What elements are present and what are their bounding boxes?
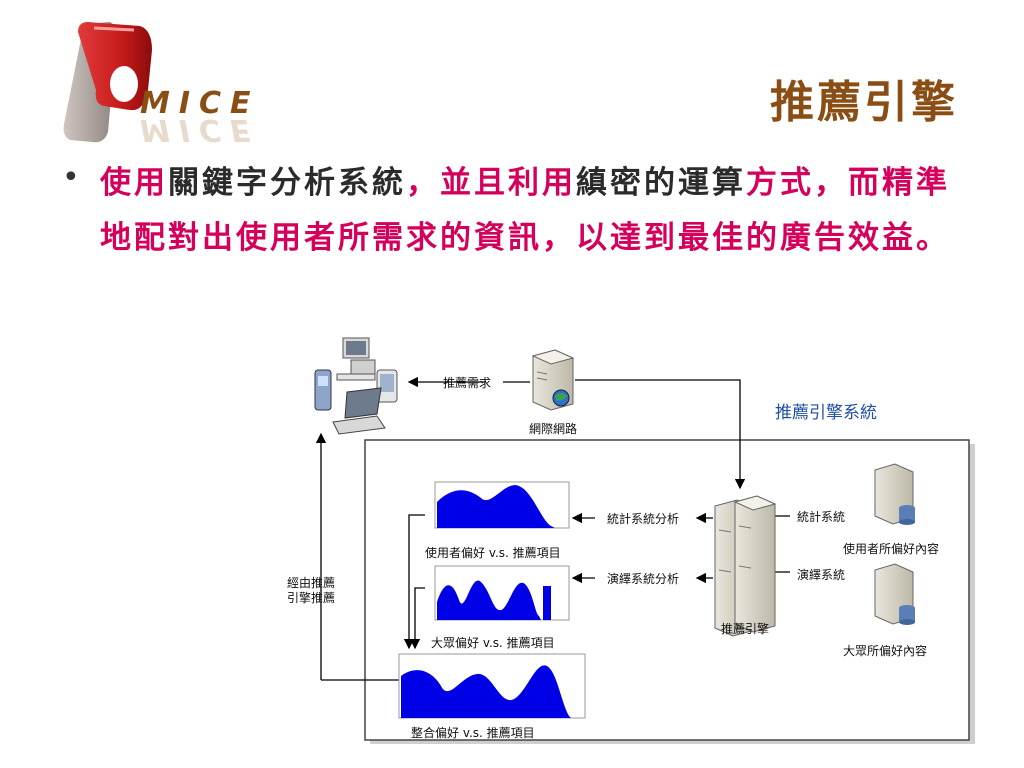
- bullet-segment: 縝密的運算: [576, 165, 746, 201]
- chart-area: [401, 665, 571, 718]
- logo-wordmark: MICE: [140, 86, 260, 121]
- label-public-pref-content: 大眾所偏好內容: [843, 644, 928, 658]
- desktop-computer-icon: [336, 337, 376, 381]
- chart-public-preference: [434, 565, 570, 621]
- chart-user-preference: [434, 481, 570, 529]
- label-stats-system: 統計系統: [797, 510, 846, 524]
- chart-merged-preference: [398, 653, 586, 719]
- bullet-segment: ，並且利用: [406, 165, 576, 201]
- label-chart1: 使用者偏好 v.s. 推薦項目: [425, 546, 561, 560]
- database-icon: [874, 563, 915, 625]
- mobile-phone-icon: [314, 369, 332, 411]
- chart-area: [437, 485, 555, 528]
- chart1-to-merge-arrow: [403, 514, 425, 650]
- label-deduction-system: 演繹系統: [797, 568, 846, 582]
- bullet-segment: 使用: [100, 165, 168, 201]
- label-user-pref-content: 使用者所偏好內容: [843, 542, 940, 556]
- system-title: 推薦引擎系統: [775, 403, 877, 423]
- globe-icon: [552, 389, 570, 407]
- label-request: 推薦需求: [443, 376, 492, 390]
- label-internet: 網際網路: [529, 422, 578, 436]
- label-chart3: 整合偏好 v.s. 推薦項目: [411, 726, 535, 740]
- page-title: 推薦引擎: [770, 77, 958, 128]
- server-cluster-icon: [714, 495, 777, 637]
- diagram-graphics: [314, 337, 975, 744]
- pda-icon: [376, 369, 398, 403]
- logo-wordmark-reflection: MICE: [140, 112, 260, 147]
- bullet-paragraph: 使用關鍵字分析系統，並且利用縝密的運算方式，而精準地配對出使用者所需求的資訊，以…: [100, 156, 970, 266]
- chart-area: [437, 580, 541, 620]
- recommendation-engine-diagram: 推薦引擎系統 推薦需求 網際網路 經由推薦 引擎推薦 統計系統分析 演繹系統分析…: [285, 330, 985, 755]
- mice-logo: [48, 20, 278, 150]
- laptop-icon: [332, 387, 386, 435]
- usb-drive-icon: [63, 22, 152, 143]
- internet-to-engine-arrow: [575, 379, 746, 490]
- label-deduction-analysis: 演繹系統分析: [607, 572, 680, 586]
- label-stats-analysis: 統計系統分析: [607, 512, 680, 526]
- database-icon: [874, 463, 915, 525]
- chart-bar: [543, 586, 551, 620]
- label-via-engine: 經由推薦 引擎推薦: [287, 576, 336, 605]
- bullet-segment: 關鍵字分析系統: [168, 165, 406, 201]
- bullet-marker: •: [62, 160, 80, 195]
- label-engine: 推薦引擎: [721, 622, 770, 636]
- label-chart2: 大眾偏好 v.s. 推薦項目: [431, 636, 555, 650]
- bullet-segment: 方式，而精準地配對出使用者所需求的資訊，以達到最佳的廣告效益。: [100, 165, 950, 256]
- chart2-to-merge-arrow: [409, 587, 425, 650]
